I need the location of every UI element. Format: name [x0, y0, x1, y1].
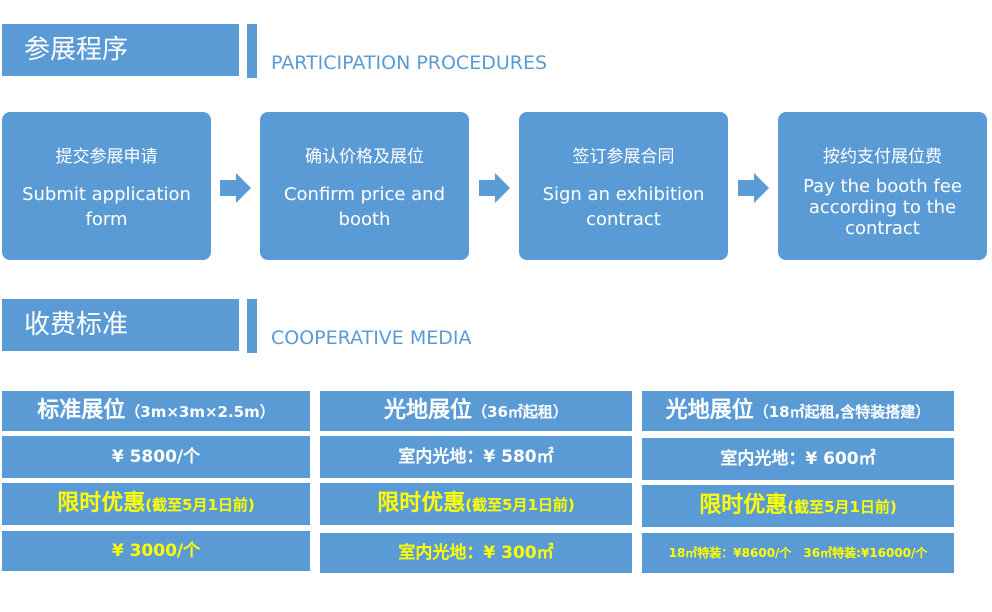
pricing-header-standard: 标准展位（3m×3m×2.5m）	[2, 391, 310, 431]
pricing-header-label: 光地展位	[384, 398, 473, 423]
step-label-cn: 提交参展申请	[55, 147, 158, 167]
pricing-price-special-build: 室内光地：¥ 600㎡	[642, 438, 954, 480]
pricing-promo-price-standard: ¥ 3000/个	[2, 531, 310, 571]
step-label-en: Submit application form	[22, 184, 191, 230]
section-divider	[247, 299, 257, 353]
section-title-pricing: 收费标准	[2, 299, 239, 351]
section-subtitle-procedures: PARTICIPATION PROCEDURES	[271, 52, 548, 74]
pricing-header-label: 标准展位	[37, 398, 126, 423]
promo-label: 限时优惠	[377, 491, 466, 516]
pricing-header-raw-space: 光地展位（36㎡起租）	[320, 391, 632, 431]
pricing-promo-special-build: 限时优惠(截至5月1日前)	[642, 485, 954, 527]
pricing-price-raw-space: 室内光地：¥ 580㎡	[320, 436, 632, 478]
step-card-sign: 签订参展合同 Sign an exhibition contract	[519, 112, 728, 260]
section-subtitle-pricing: COOPERATIVE MEDIA	[271, 327, 472, 349]
right-arrow-icon	[220, 173, 251, 203]
pricing-price-standard: ¥ 5800/个	[2, 436, 310, 478]
pricing-header-note: （36㎡起租）	[472, 403, 568, 421]
promo-note: (截至5月1日前)	[787, 498, 897, 516]
step-card-pay: 按约支付展位费 Pay the booth fee according to t…	[778, 112, 987, 260]
promo-label: 限时优惠	[57, 491, 146, 516]
step-label-en: Sign an exhibition contract	[542, 184, 705, 230]
step-label-en: Confirm price and booth	[283, 184, 446, 230]
pricing-header-label: 光地展位	[665, 398, 754, 423]
step-card-confirm: 确认价格及展位 Confirm price and booth	[260, 112, 469, 260]
pricing-header-special-build: 光地展位（18㎡起租,含特装搭建）	[642, 391, 954, 431]
pricing-promo-standard: 限时优惠(截至5月1日前)	[2, 483, 310, 525]
promo-note: (截至5月1日前)	[465, 496, 575, 514]
promo-note: (截至5月1日前)	[145, 496, 255, 514]
section-title-procedures: 参展程序	[2, 24, 239, 76]
step-label-en: Pay the booth fee according to the contr…	[803, 176, 962, 239]
pricing-promo-price-raw-space: 室内光地：¥ 300㎡	[320, 533, 632, 573]
promo-label: 限时优惠	[699, 493, 788, 518]
section-divider	[247, 24, 257, 78]
pricing-promo-price-special-build: 18㎡特装：¥8600/个 36㎡特装:¥16000/个	[642, 533, 954, 573]
step-label-cn: 按约支付展位费	[823, 147, 942, 167]
pricing-header-note: （3m×3m×2.5m）	[125, 403, 275, 421]
step-label-cn: 签订参展合同	[572, 147, 675, 167]
step-label-cn: 确认价格及展位	[305, 147, 424, 167]
step-card-submit: 提交参展申请 Submit application form	[2, 112, 211, 260]
pricing-header-note: （18㎡起租,含特装搭建）	[753, 403, 931, 421]
right-arrow-icon	[738, 173, 769, 203]
pricing-promo-raw-space: 限时优惠(截至5月1日前)	[320, 483, 632, 525]
right-arrow-icon	[479, 173, 510, 203]
